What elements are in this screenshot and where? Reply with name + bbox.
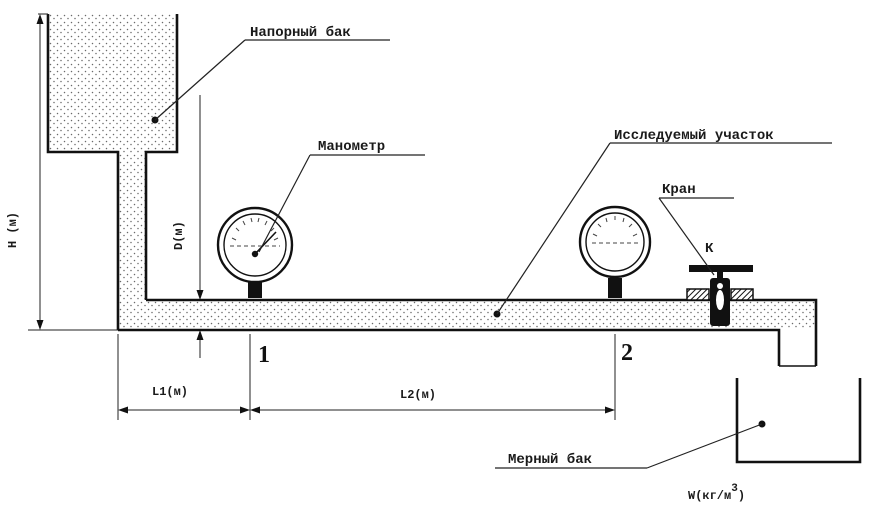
- h-label: Н (м): [6, 212, 20, 248]
- valve-label: Кран: [662, 182, 696, 198]
- manometer-leader: [258, 154, 425, 253]
- test-section-label: Исследуемый участок: [614, 128, 774, 144]
- w-label-power: 3: [731, 483, 738, 495]
- pressure-tank: [46, 14, 179, 330]
- w-label-suffix: ): [738, 489, 745, 503]
- measuring-tank: [735, 378, 862, 464]
- valve: [686, 265, 754, 326]
- dimension-h: [28, 13, 118, 331]
- l1-label: L1(м): [152, 385, 188, 399]
- valve-leader: [658, 197, 734, 276]
- valve-letter: К: [705, 241, 714, 257]
- dimension-l1: [117, 334, 251, 420]
- w-label: W(кг/м3): [688, 483, 745, 503]
- point-1-label: 1: [258, 342, 270, 368]
- pressure-tank-label: Напорный бак: [250, 25, 351, 41]
- pressure-tank-leader: [151, 39, 390, 124]
- measuring-tank-leader: [495, 420, 766, 469]
- dimension-d: [196, 95, 204, 358]
- w-label-prefix: W(кг/м: [688, 489, 731, 503]
- d-label: D(м): [172, 221, 186, 250]
- manometer-2: [578, 205, 652, 298]
- test-section-leader: [493, 142, 832, 318]
- manometer-label: Манометр: [318, 139, 385, 155]
- manometer-1: [216, 206, 294, 298]
- fluid-fill: [48, 14, 816, 328]
- l2-label: L2(м): [400, 388, 436, 402]
- measuring-tank-label: Мерный бак: [508, 452, 592, 468]
- point-2-label: 2: [621, 340, 633, 366]
- test-pipe: [118, 298, 818, 367]
- dimension-l2: [250, 334, 616, 420]
